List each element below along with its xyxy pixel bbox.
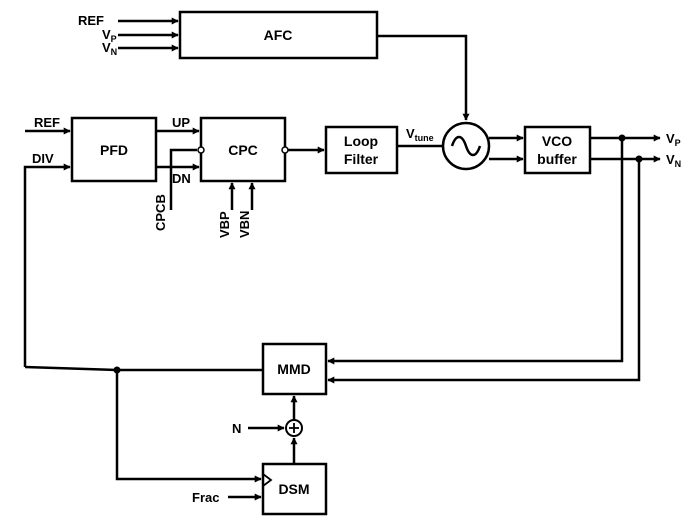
- vp-afc-label: VP: [102, 27, 117, 44]
- dn-label: DN: [172, 171, 191, 186]
- vp-feedback-wire: [327, 138, 624, 365]
- pfd-block: [70, 116, 158, 183]
- dsm-label: DSM: [278, 481, 309, 497]
- afc-block: [178, 10, 379, 60]
- cpc-output-bubble: [281, 146, 289, 154]
- vtune-label: Vtune: [406, 126, 434, 143]
- cpc-input-bubble: [197, 146, 205, 154]
- loop-filter-label-line1: Loop: [344, 133, 378, 149]
- loop-filter-label-line2: Filter: [344, 151, 379, 167]
- vbp-label: VBP: [217, 211, 232, 238]
- dsm-clock-triangle: [262, 473, 273, 487]
- cpc-label: CPC: [228, 142, 258, 158]
- afc-to-vco-wire: [377, 34, 470, 121]
- up-label: UP: [172, 115, 190, 130]
- vco-buffer-block: [523, 125, 592, 175]
- pfd-label: PFD: [100, 142, 128, 158]
- vco-buffer-label-line2: buffer: [537, 151, 577, 167]
- vco-buffer-label-line1: VCO: [542, 133, 572, 149]
- n-label: N: [232, 421, 241, 436]
- mmd-label: MMD: [277, 361, 310, 377]
- vn-feedback-wire: [327, 159, 641, 384]
- div-feedback-wire: [23, 163, 71, 367]
- vp-output-label: VP: [666, 131, 681, 148]
- vn-output-label: VN: [666, 152, 681, 169]
- ref-pfd-label: REF: [34, 115, 60, 130]
- loop-filter-block: [324, 125, 399, 175]
- sine-wave-icon: [450, 135, 482, 157]
- frac-label: Frac: [192, 490, 219, 505]
- cpcb-label: CPCB: [153, 194, 168, 231]
- ref-afc-label: REF: [78, 13, 104, 28]
- cpcb-wire: [169, 148, 197, 210]
- afc-label: AFC: [264, 27, 293, 43]
- vn-afc-label: VN: [102, 40, 117, 57]
- dsm-clock-wire: [115, 370, 262, 483]
- mmd-output-wire: [24, 365, 263, 372]
- vbn-label: VBN: [237, 211, 252, 238]
- div-label: DIV: [32, 151, 54, 166]
- cpc-block: [199, 116, 287, 183]
